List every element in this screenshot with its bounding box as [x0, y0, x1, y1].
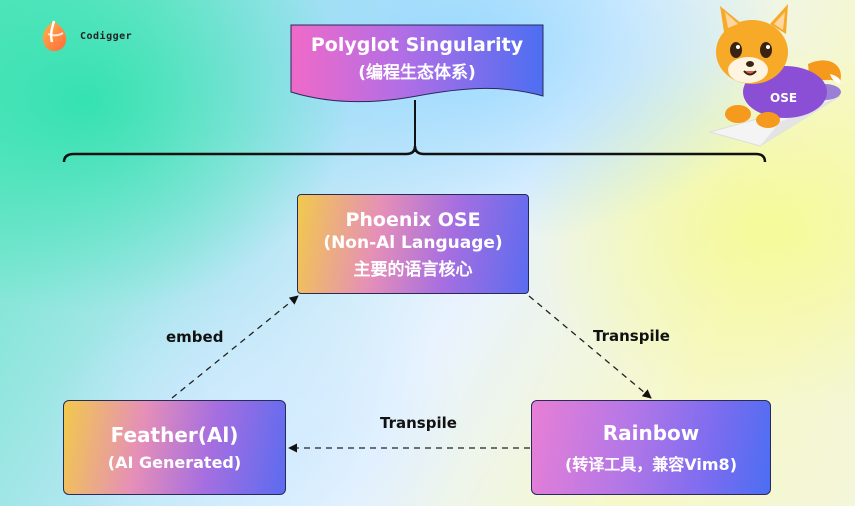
- root-banner-shape: [290, 24, 544, 103]
- edge-label-transpile-bottom: Transpile: [380, 414, 457, 432]
- rainbow-title: Rainbow: [602, 420, 700, 445]
- feather-title: Feather(Al): [110, 423, 239, 447]
- root-subtitle: (编程生态体系): [358, 62, 476, 83]
- edge-transpile-right: [528, 295, 652, 399]
- edge-embed: [171, 295, 299, 399]
- phoenix-node[interactable]: Phoenix OSE (Non-Al Language) 主要的语言核心: [297, 194, 529, 294]
- root-node[interactable]: Polyglot Singularity (编程生态体系): [290, 24, 544, 104]
- phoenix-title: Phoenix OSE: [345, 208, 481, 231]
- root-title: Polyglot Singularity: [310, 33, 524, 56]
- rainbow-subtitle: (转译工具，兼容Vim8): [564, 454, 738, 474]
- edge-label-transpile-right: Transpile: [593, 327, 670, 345]
- codigger-logo[interactable]: Codigger: [36, 18, 132, 54]
- edge-label-embed: embed: [166, 328, 224, 346]
- feather-node[interactable]: Feather(Al) (AI Generated): [63, 400, 286, 495]
- codigger-logo-icon: [42, 20, 67, 52]
- phoenix-subtitle: (Non-Al Language): [323, 232, 503, 253]
- curly-brace: [62, 145, 767, 163]
- feather-subtitle: (AI Generated): [107, 453, 242, 472]
- rainbow-node[interactable]: Rainbow (转译工具，兼容Vim8): [531, 400, 771, 495]
- fox-mascot-image: OSE: [708, 4, 841, 147]
- brand-name: Codigger: [80, 30, 133, 42]
- mascot-shirt-text: OSE: [770, 91, 797, 105]
- phoenix-description: 主要的语言核心: [353, 259, 473, 280]
